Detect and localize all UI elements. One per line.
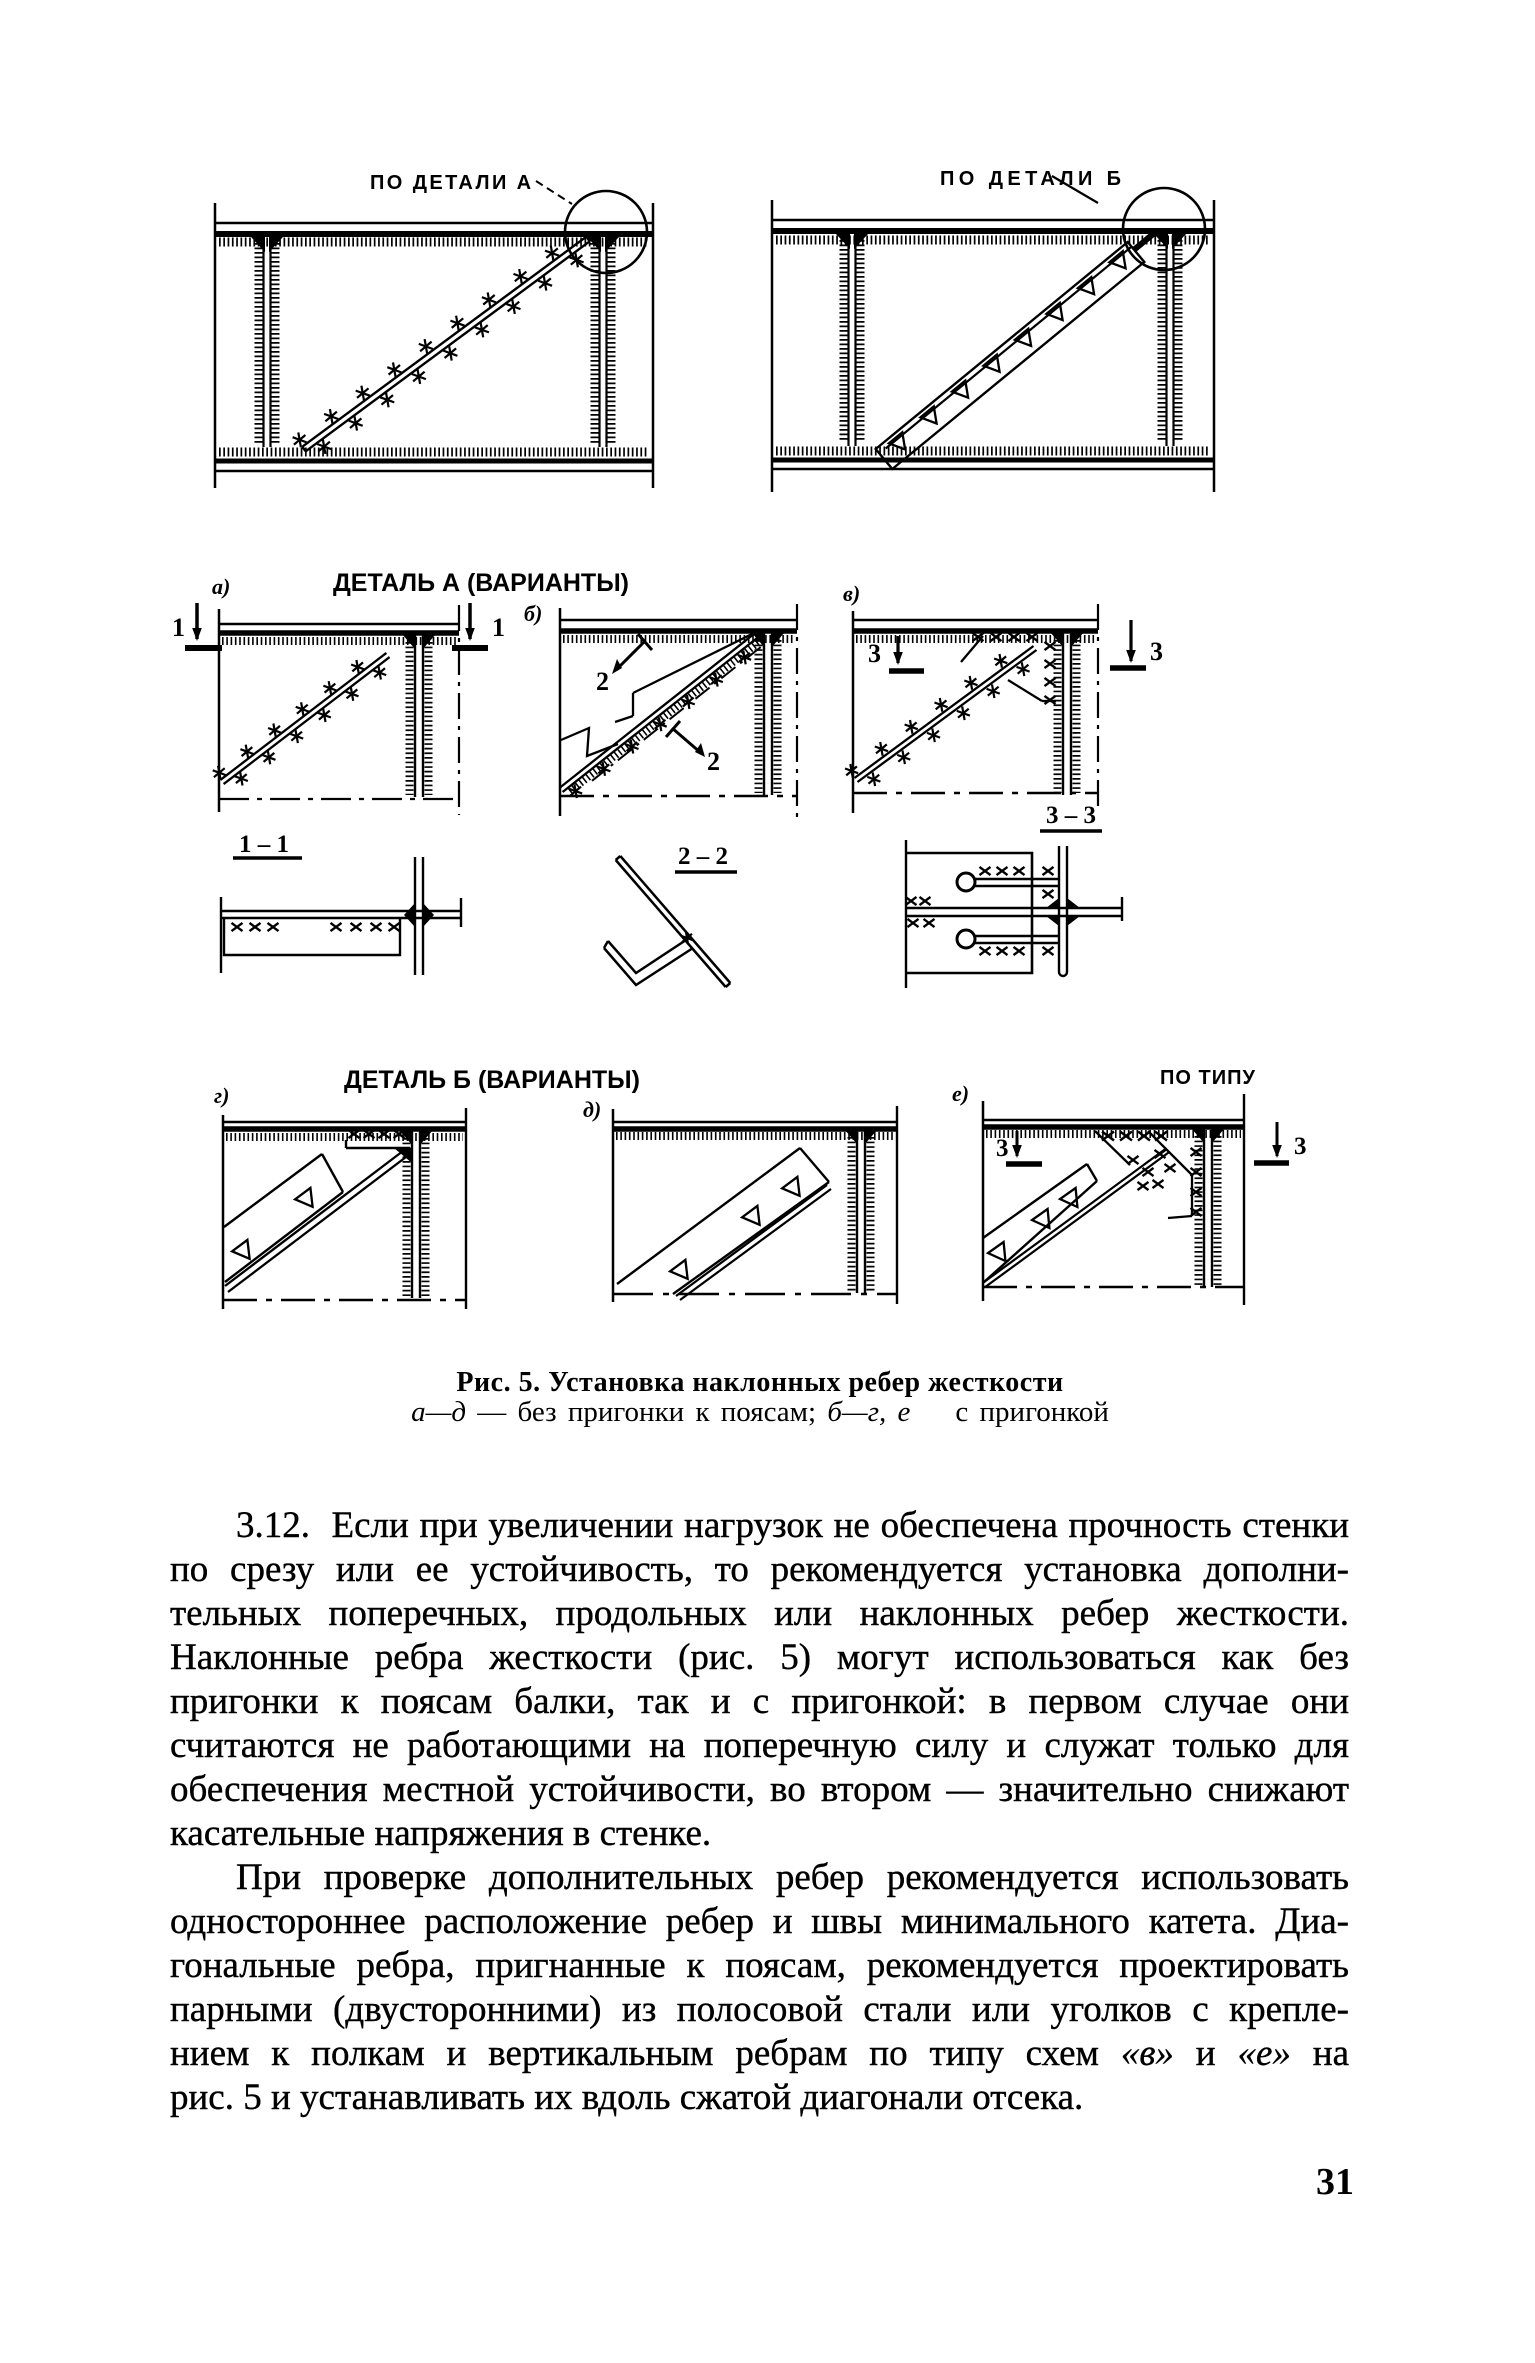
svg-text:ПО ТИПУ: ПО ТИПУ: [1160, 1067, 1256, 1089]
svg-text:2 – 2: 2 – 2: [678, 843, 728, 870]
svg-text:в): в): [843, 581, 860, 606]
svg-text:б): б): [524, 601, 542, 626]
svg-text:2: 2: [707, 747, 720, 776]
svg-text:а): а): [212, 574, 230, 599]
svg-text:е): е): [952, 1081, 969, 1106]
svg-text:ДЕТАЛЬ Б (ВАРИАНТЫ): ДЕТАЛЬ Б (ВАРИАНТЫ): [344, 1066, 640, 1094]
svg-text:ПО ДЕТАЛИ Б: ПО ДЕТАЛИ Б: [940, 168, 1125, 190]
svg-text:1: 1: [172, 613, 185, 642]
svg-text:3 – 3: 3 – 3: [1046, 802, 1096, 829]
svg-text:2: 2: [596, 667, 609, 696]
svg-text:3: 3: [1294, 1133, 1307, 1160]
svg-text:ДЕТАЛЬ А (ВАРИАНТЫ): ДЕТАЛЬ А (ВАРИАНТЫ): [333, 569, 629, 597]
svg-text:1 – 1: 1 – 1: [239, 831, 289, 858]
svg-text:д): д): [583, 1097, 601, 1122]
svg-text:ПО ДЕТАЛИ А: ПО ДЕТАЛИ А: [370, 172, 534, 194]
svg-text:г): г): [214, 1083, 229, 1108]
svg-text:3: 3: [1150, 637, 1163, 666]
svg-text:1: 1: [492, 613, 505, 642]
svg-text:3: 3: [996, 1135, 1009, 1162]
svg-text:3: 3: [868, 639, 881, 668]
